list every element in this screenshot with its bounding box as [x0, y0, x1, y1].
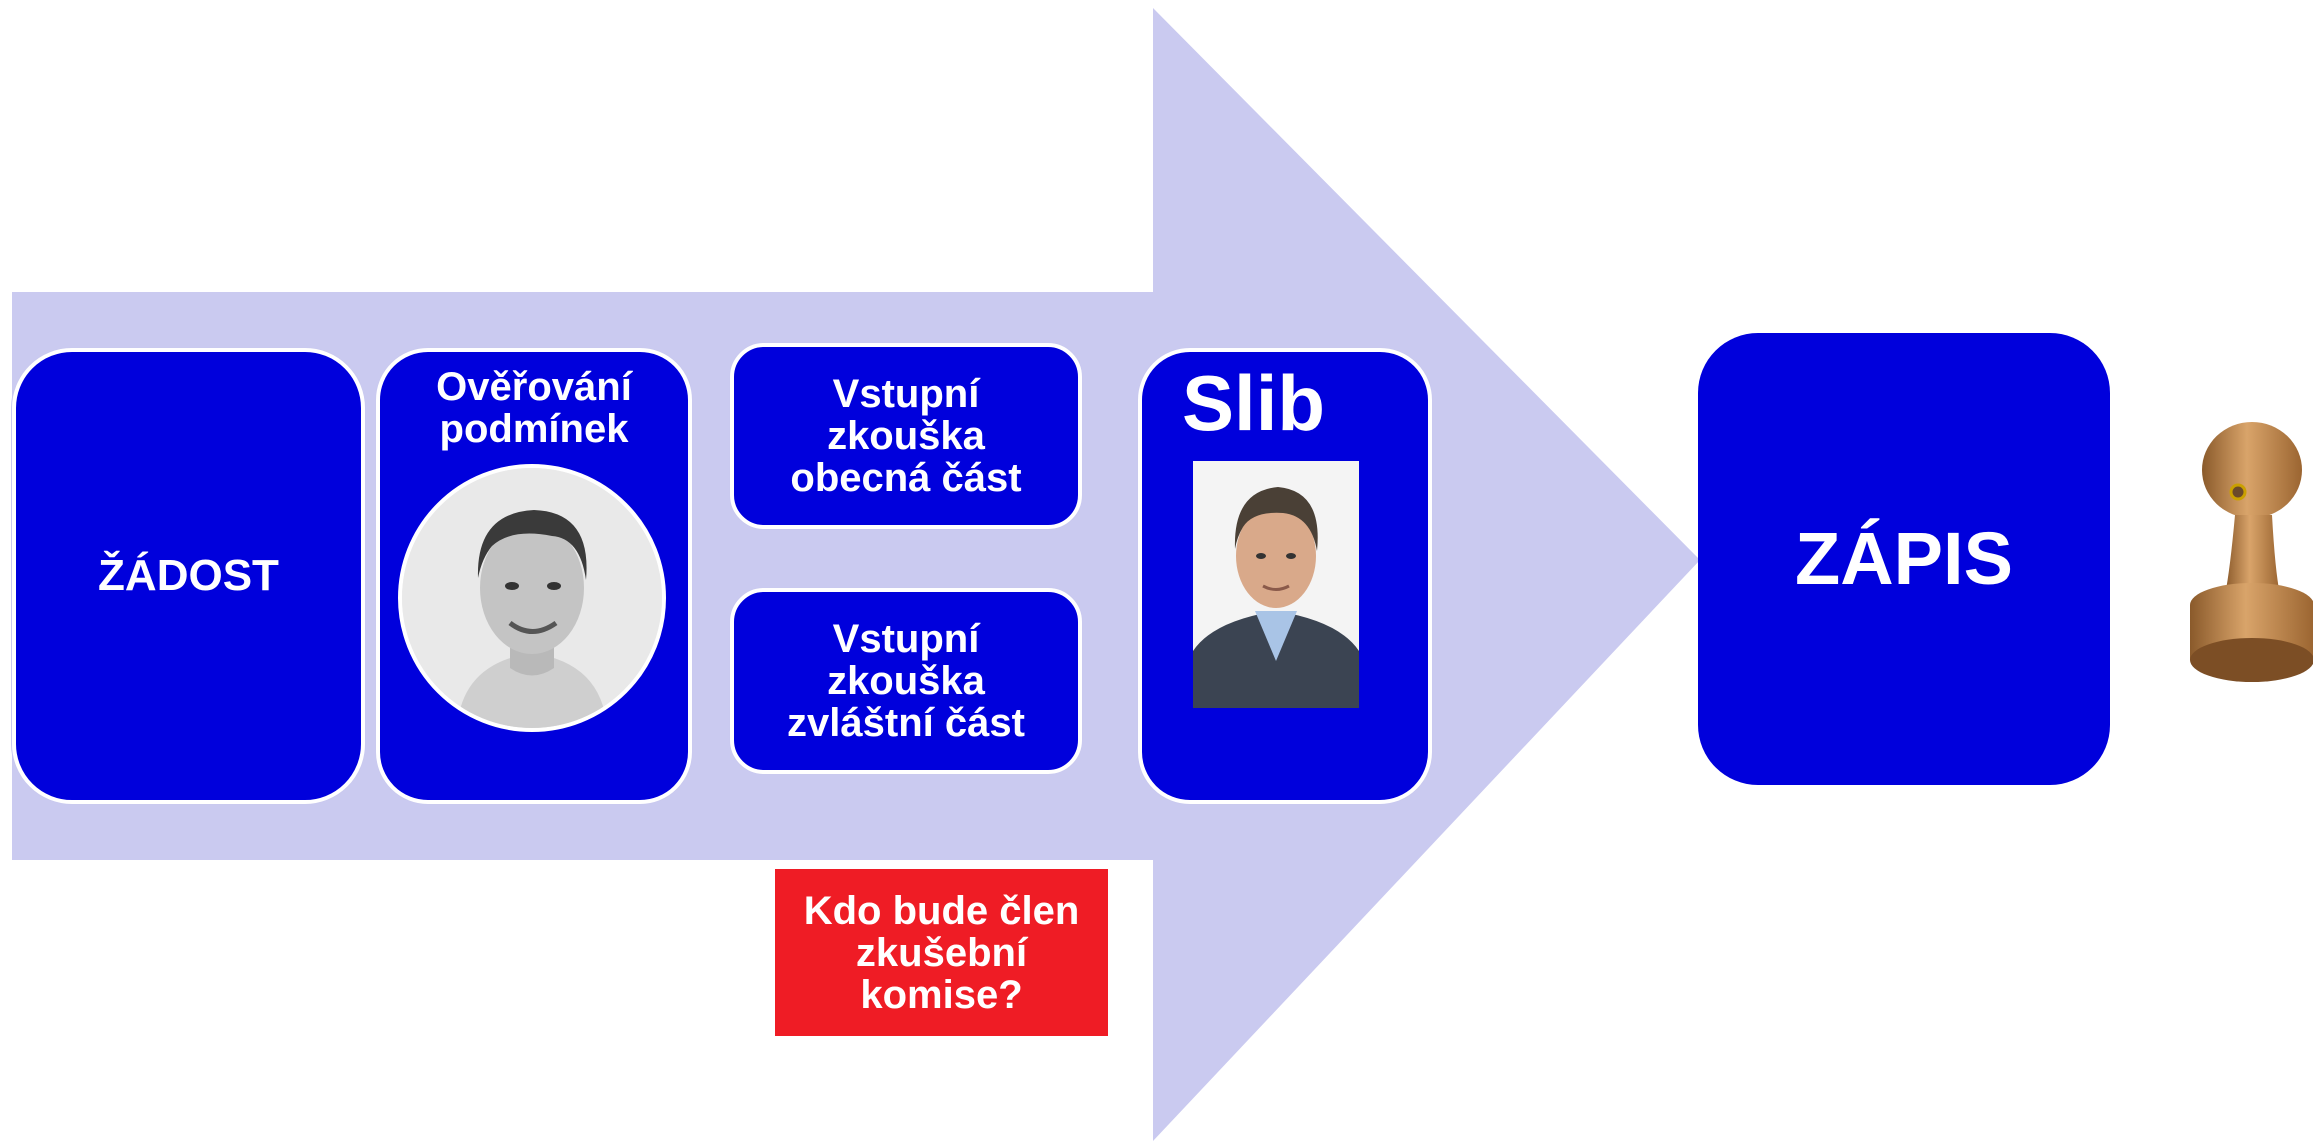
step-overovani-label: Ověřování podmínek [436, 365, 632, 451]
step-vstupni-zkouska-zvlastni: Vstupní zkouška zvláštní část [730, 588, 1082, 774]
step-slib-label: Slib [1182, 359, 1326, 447]
portrait-photo-slib [1193, 461, 1359, 708]
rubber-stamp-icon [2190, 422, 2313, 682]
question-label: Kdo bude člen zkušební komise? [803, 888, 1080, 1017]
step-zkouska-obecna-label: Vstupní zkouška obecná část [790, 372, 1022, 500]
step-zapis-label: ZÁPIS [1795, 517, 2013, 601]
step-zadost: ŽÁDOST [12, 348, 365, 804]
question-box: Kdo bude člen zkušební komise? [775, 869, 1108, 1036]
step-zapis: ZÁPIS [1698, 333, 2110, 785]
portrait-photo-overovani [398, 464, 666, 732]
step-zkouska-zvlastni-label: Vstupní zkouška zvláštní část [787, 617, 1025, 745]
step-zadost-label: ŽÁDOST [98, 550, 279, 600]
step-vstupni-zkouska-obecna: Vstupní zkouška obecná část [730, 343, 1082, 529]
